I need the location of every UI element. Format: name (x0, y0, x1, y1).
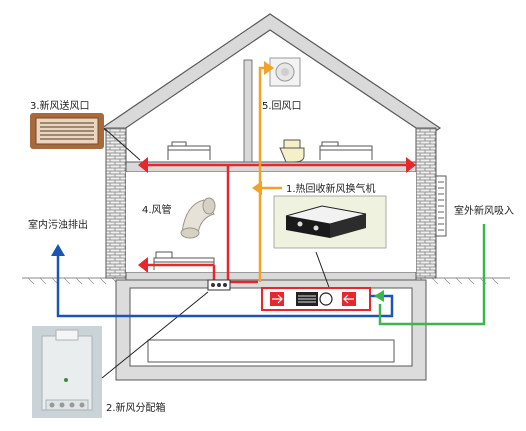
supply-arrowheads (138, 157, 416, 273)
duct-label: 4.风管 (142, 205, 172, 216)
erv-unit-label: 1.热回收新风换气机 (286, 184, 376, 195)
leader-lines (101, 127, 331, 379)
intake-path (378, 224, 486, 326)
indoor-exhaust-label: 室内污浊排出 (28, 220, 88, 231)
erv-unit-photo (273, 195, 387, 249)
distribution-box-label: 2.新风分配箱 (106, 403, 166, 414)
distribution-box-schematic (207, 279, 231, 291)
return-outlet-label: 5.回风口 (262, 101, 302, 112)
exhaust-arrowhead (51, 244, 65, 256)
distribution-box-photo (32, 326, 102, 418)
exhaust-path (56, 250, 394, 318)
supply-outlet-label: 3.新风送风口 (30, 101, 90, 112)
duct-photo (180, 197, 216, 239)
supply-outlet-photo (30, 113, 104, 149)
outdoor-intake-label: 室外新风吸入 (454, 206, 514, 217)
supply-ducts (140, 163, 412, 284)
return-arrowheads (252, 61, 274, 195)
erv-unit-schematic (261, 287, 371, 311)
intake-arrowhead (374, 290, 384, 302)
return-outlet-photo (269, 57, 301, 87)
furniture (153, 139, 373, 270)
